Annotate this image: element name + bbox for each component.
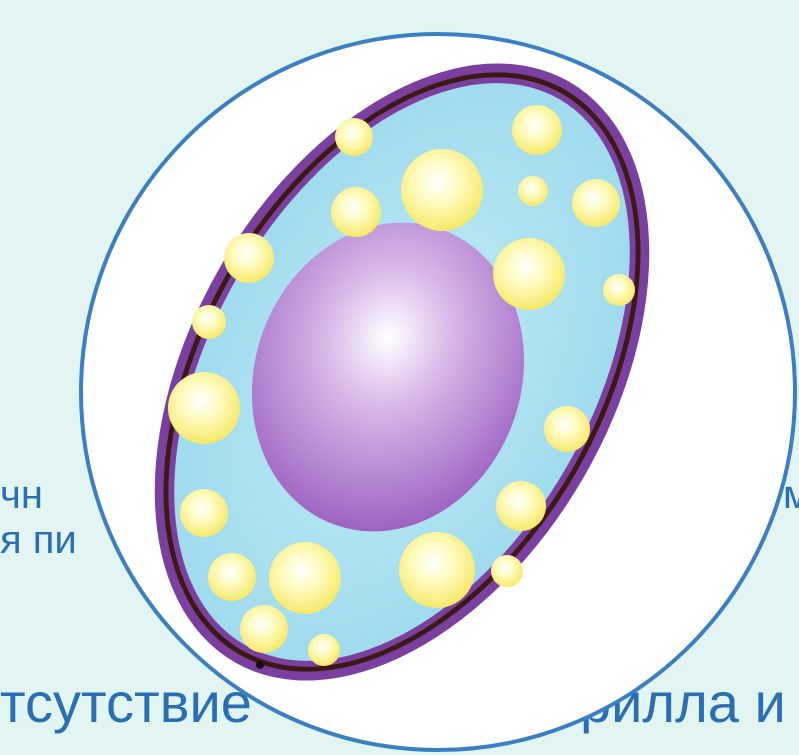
droplet	[496, 481, 546, 531]
droplet	[399, 532, 475, 608]
droplet	[224, 233, 274, 283]
droplet	[544, 406, 590, 452]
droplet	[335, 118, 373, 156]
point-marker	[256, 661, 264, 669]
droplet	[240, 605, 288, 653]
droplet	[572, 179, 620, 227]
droplet	[269, 542, 341, 614]
droplet	[331, 187, 381, 237]
droplet	[192, 305, 226, 339]
droplet	[168, 372, 240, 444]
droplet	[518, 176, 548, 206]
droplet	[180, 489, 228, 537]
droplet	[491, 555, 523, 587]
droplet	[308, 634, 340, 666]
droplet	[208, 553, 256, 601]
droplet	[493, 238, 565, 310]
droplet	[512, 105, 562, 155]
droplet	[603, 274, 635, 306]
droplet	[401, 149, 483, 231]
